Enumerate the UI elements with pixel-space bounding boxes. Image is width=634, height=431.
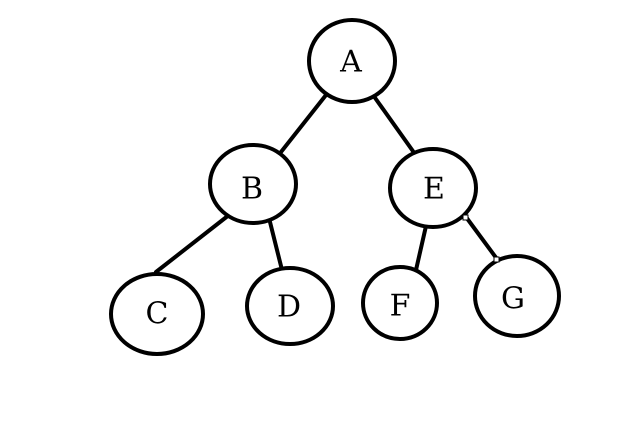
node-d-shape [245,266,335,346]
edge-b-c [154,213,231,274]
edge-a-e [371,93,417,156]
node-f-shape [361,265,439,341]
edge-e-g [464,215,499,261]
node-g: G [473,254,561,338]
node-f: F [361,265,439,341]
node-b: B [208,143,298,225]
edge-e-f [414,224,428,272]
node-e-label: E [423,172,445,207]
node-a-label: A [339,45,362,80]
edge-e-g-marker-bottom [493,256,500,263]
node-c: C [109,272,205,356]
node-d-label: D [277,290,301,325]
node-a: A [307,18,397,104]
node-d: D [245,266,335,346]
node-b-shape [208,143,298,225]
edge-e-g-marker-top [462,214,469,221]
edges [154,93,499,274]
node-e-shape [388,147,478,229]
edge-a-b [279,93,328,154]
node-f-label: F [390,289,411,324]
edge-b-d [267,216,284,272]
node-b-label: B [241,172,263,207]
node-g-shape [473,254,561,338]
node-c-label: C [146,297,169,332]
node-g-label: G [501,282,525,317]
node-c-shape [109,272,205,356]
node-e: E [388,147,478,229]
node-a-shape [307,18,397,104]
